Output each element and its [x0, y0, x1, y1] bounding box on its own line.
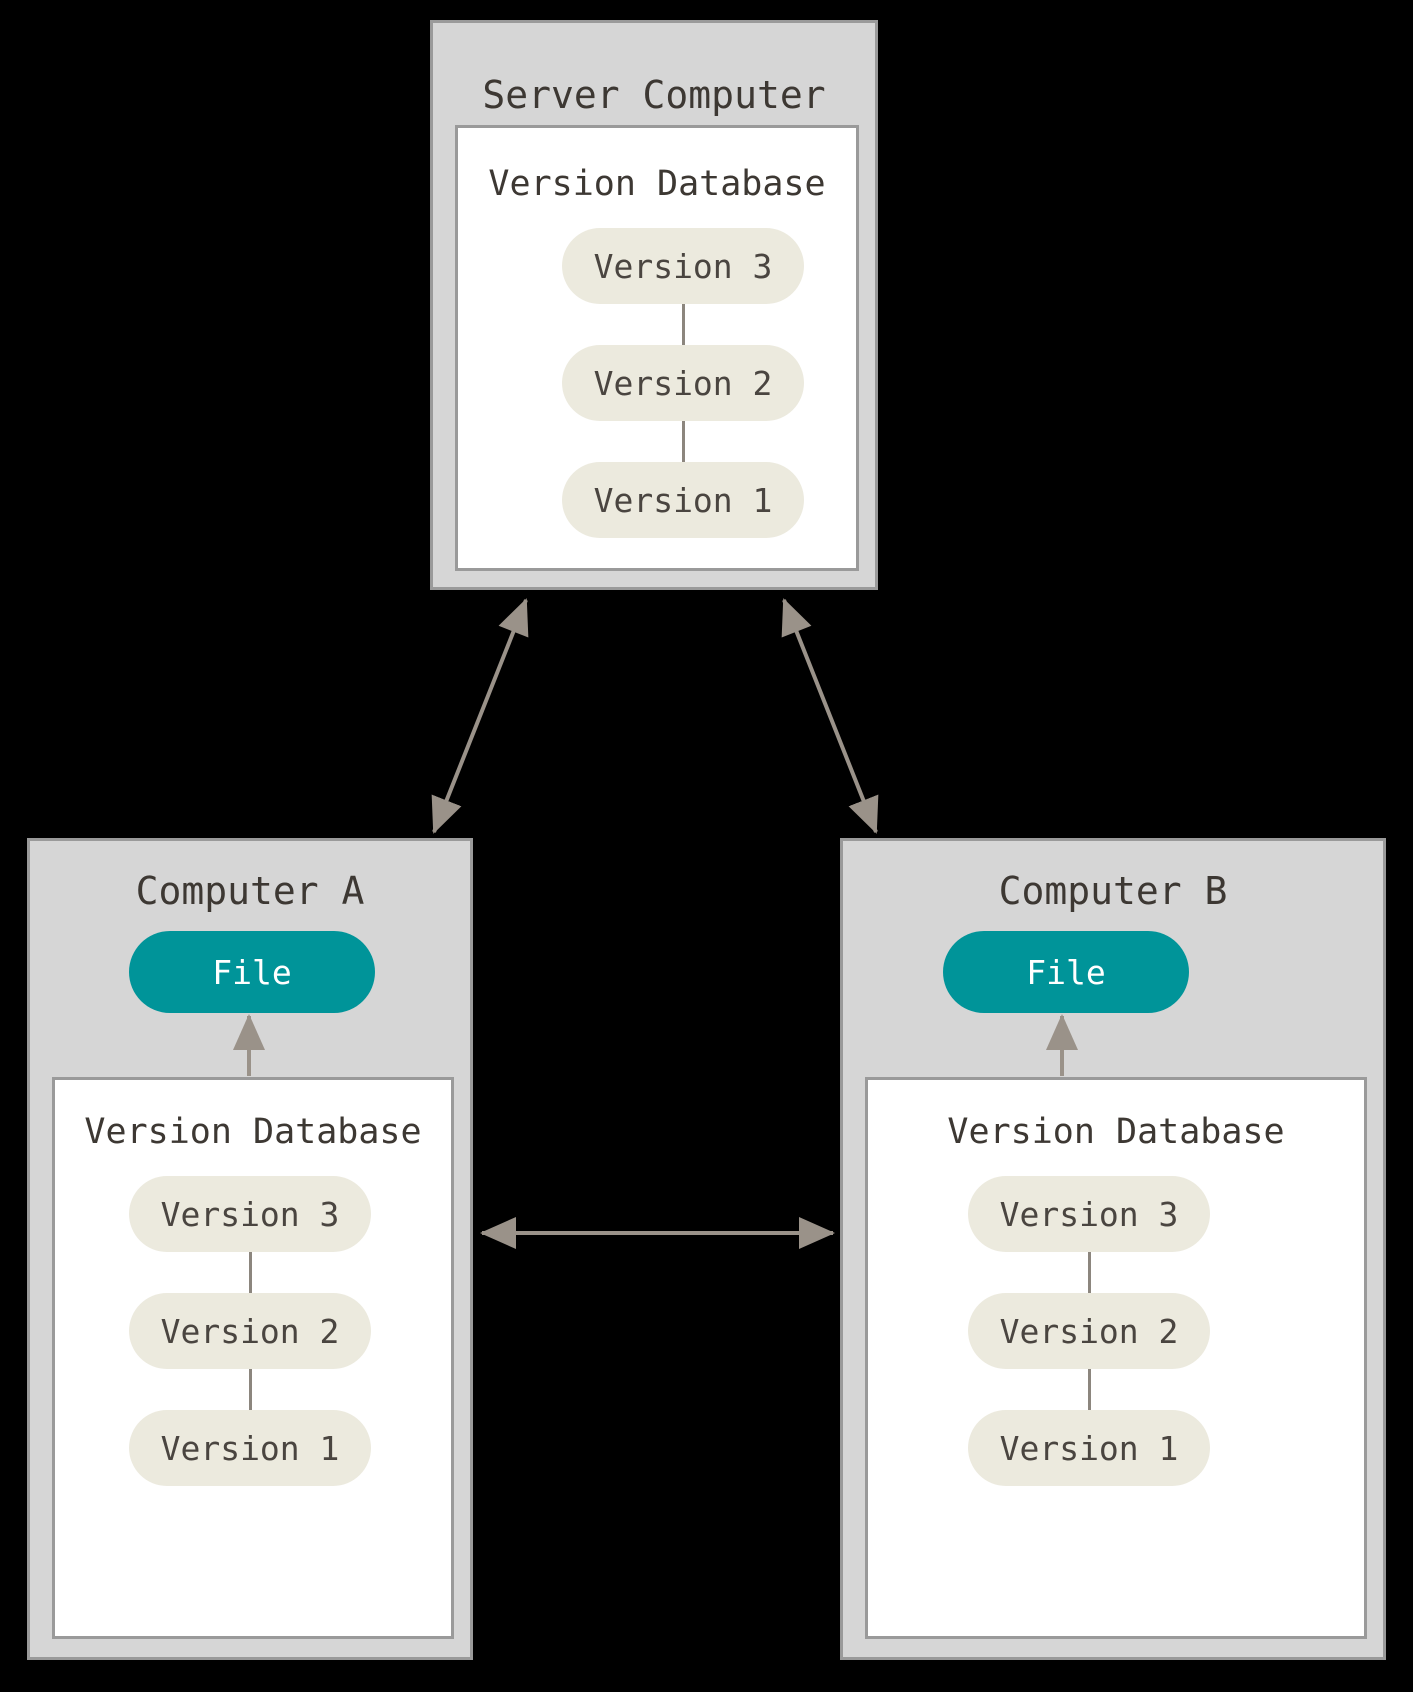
computer-b-version-pill-3[interactable]: Version 3: [968, 1176, 1210, 1252]
arrow-server-computer-b: [781, 598, 879, 834]
computer-a-connector-2-1: [249, 1369, 252, 1410]
computer-b-version-database-panel: Version Database Version 3 Version 2 Ver…: [865, 1077, 1367, 1639]
computer-b-version-database-title: Version Database: [947, 1112, 1285, 1152]
computer-a-connector-3-2: [249, 1252, 252, 1293]
server-version-pill-1[interactable]: Version 1: [562, 462, 804, 538]
computer-b-version-pill-2[interactable]: Version 2: [968, 1293, 1210, 1369]
server-version-pill-2[interactable]: Version 2: [562, 345, 804, 421]
computer-a-box: Computer A File Version Database Version…: [27, 838, 473, 1660]
computer-a-version-pill-3[interactable]: Version 3: [129, 1176, 371, 1252]
server-version-pill-3[interactable]: Version 3: [562, 228, 804, 304]
computer-a-file-pill[interactable]: File: [129, 931, 375, 1013]
computer-b-version-pill-1[interactable]: Version 1: [968, 1410, 1210, 1486]
computer-a-version-database-title: Version Database: [84, 1112, 422, 1152]
server-computer-title: Server Computer: [482, 73, 826, 117]
computer-a-title: Computer A: [135, 869, 365, 913]
server-version-database-panel: Version Database Version 3 Version 2 Ver…: [455, 125, 859, 571]
computer-b-connector-3-2: [1088, 1252, 1091, 1293]
computer-b-box: Computer B File Version Database Version…: [840, 838, 1386, 1660]
computer-b-title: Computer B: [998, 869, 1228, 913]
computer-b-connector-2-1: [1088, 1369, 1091, 1410]
server-computer-box: Server Computer Version Database Version…: [430, 20, 878, 590]
arrow-server-computer-a: [431, 598, 529, 834]
computer-b-file-pill[interactable]: File: [943, 931, 1189, 1013]
computer-a-version-pill-2[interactable]: Version 2: [129, 1293, 371, 1369]
computer-a-version-pill-1[interactable]: Version 1: [129, 1410, 371, 1486]
server-connector-3-2: [682, 304, 685, 345]
server-connector-2-1: [682, 421, 685, 462]
computer-a-version-database-panel: Version Database Version 3 Version 2 Ver…: [52, 1077, 454, 1639]
server-version-database-title: Version Database: [488, 164, 826, 204]
